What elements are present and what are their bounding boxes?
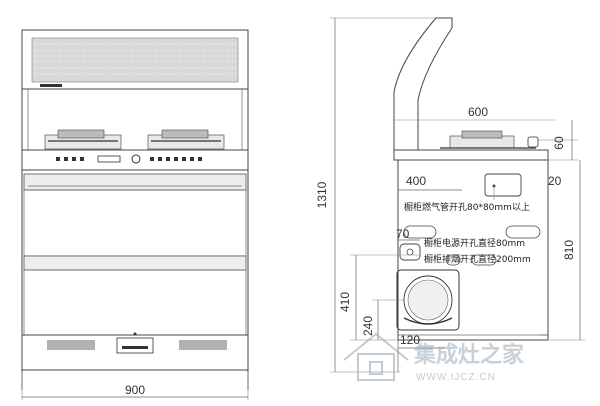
power-opening-note: 橱柜电源开孔直径80mm [424, 237, 525, 249]
plinth-vents [47, 340, 227, 350]
side-cabinet-body [393, 149, 549, 161]
watermark-brand: 集成灶之家 [413, 342, 525, 368]
watermark: 集成灶之家 WWW.IJCZ.CN [343, 332, 525, 383]
hood-logo-mark [40, 84, 62, 87]
exhaust-center-dimension: 240 [361, 316, 375, 336]
range-hood-body [21, 29, 249, 90]
gas-opening-note: 橱柜燃气管开孔80*80mm以上 [404, 201, 530, 213]
exhaust-height-dimension: 410 [338, 292, 352, 312]
exhaust-opening-note: 橱柜排烟开孔直径200mm [424, 253, 531, 265]
hood-grille [31, 37, 239, 83]
front-width-dimension: 900 [125, 383, 145, 397]
overall-height-dimension: 1310 [315, 181, 329, 208]
gas-opening-offset-dimension: 400 [406, 174, 426, 188]
left-burner [44, 129, 122, 150]
control-buttons [56, 154, 202, 164]
middle-cabinet-door [23, 189, 247, 257]
watermark-url: WWW.IJCZ.CN [416, 372, 496, 383]
lower-cabinet-door [23, 269, 247, 336]
cabinet-height-dimension: 810 [562, 240, 576, 260]
control-panel [21, 149, 249, 171]
upper-cabinet-door [23, 173, 247, 191]
power-opening-offset-dimension: 70 [396, 227, 410, 241]
hood-grille-dots [34, 43, 236, 75]
counter-drop-dimension: 20 [548, 174, 562, 188]
side-view: 1310 600 60 20 810 400 [315, 17, 585, 373]
side-hood-chimney [393, 17, 453, 150]
exhaust-diameter-dimension: 120 [400, 333, 420, 347]
front-view: 900 [21, 29, 249, 400]
right-burner [147, 129, 225, 150]
side-depth-dimension: 600 [468, 105, 488, 119]
lower-divider-band [23, 255, 247, 271]
watermark-house-icon [343, 332, 409, 381]
side-knob [527, 136, 539, 148]
side-burner [440, 130, 536, 149]
plinth-handle-panel [116, 337, 154, 354]
top-height-dimension: 60 [552, 136, 566, 150]
power-opening [399, 243, 421, 261]
gas-pipe-opening [484, 173, 522, 197]
